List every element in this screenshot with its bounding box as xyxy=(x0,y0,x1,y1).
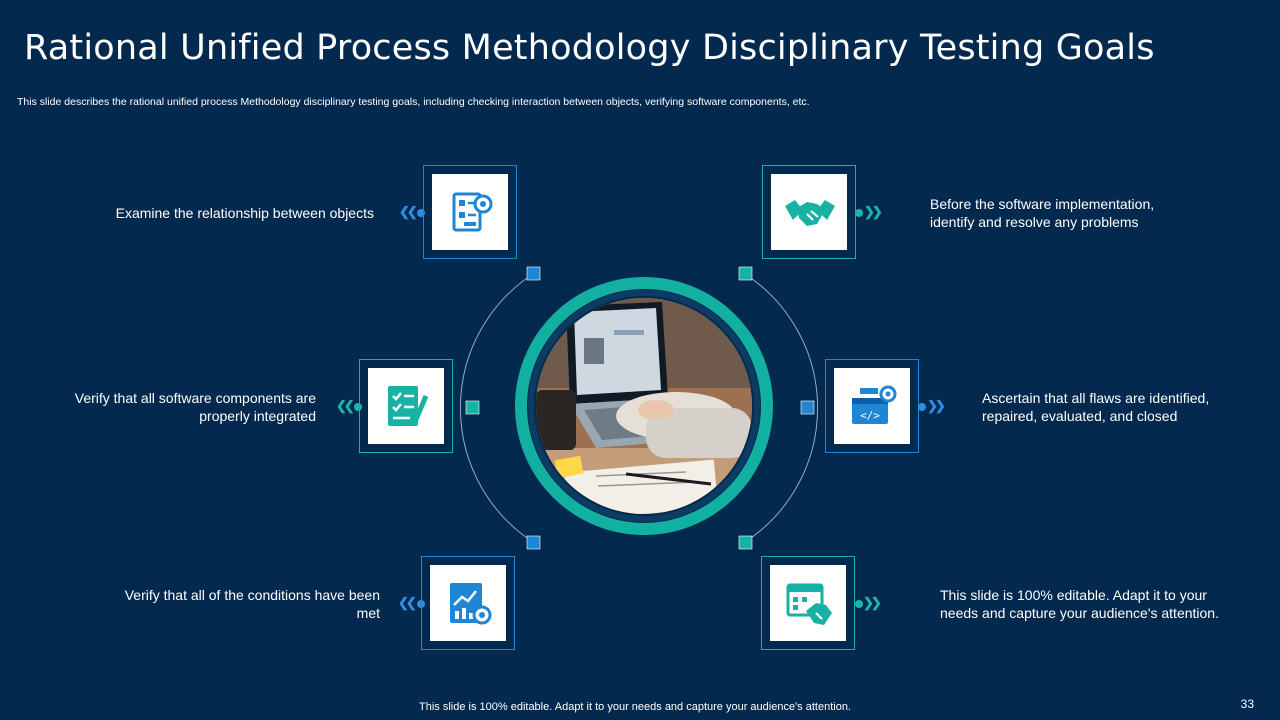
right-connector-arc xyxy=(744,273,818,543)
page-number: 33 xyxy=(1240,697,1254,711)
left-connector-arc xyxy=(460,273,534,543)
node-mid-left xyxy=(465,400,480,415)
chevron-left-icon: ❮❮ xyxy=(398,595,417,610)
node-top-right xyxy=(738,266,753,281)
icon-box-4: </> xyxy=(825,359,919,453)
node-bottom-left xyxy=(526,535,541,550)
chevron-left-icon: ❮❮ xyxy=(399,204,418,219)
goal-label-4: Ascertain that all flaws are identified,… xyxy=(982,390,1210,424)
chevron-right-icon: ❯❯ xyxy=(864,204,883,219)
center-photo xyxy=(536,298,752,514)
goal-label-3: Verify that all software components are … xyxy=(74,390,316,424)
footer-note: This slide is 100% editable. Adapt it to… xyxy=(419,701,851,713)
handshake-icon xyxy=(785,200,835,226)
laptop-desk-illustration xyxy=(536,298,752,514)
chevron-right-icon: ❯❯ xyxy=(927,398,946,413)
goal-label-2: Before the software implementation, iden… xyxy=(930,196,1155,230)
chevron-left-icon: ❮❮ xyxy=(336,398,355,413)
slide-subtitle: This slide describes the rational unifie… xyxy=(17,96,810,108)
code-window-gear-icon: </> xyxy=(852,385,897,424)
node-bottom-right xyxy=(738,535,753,550)
calendar-handshake-icon xyxy=(786,583,832,625)
goal-label-6: This slide is 100% editable. Adapt it to… xyxy=(940,587,1219,621)
report-chart-gear-icon xyxy=(450,583,492,625)
node-mid-right xyxy=(800,400,815,415)
svg-text:</>: </> xyxy=(860,409,880,422)
icon-box-5 xyxy=(421,556,515,650)
dot-2 xyxy=(855,209,863,217)
dot-4 xyxy=(918,403,926,411)
icon-box-2 xyxy=(762,165,856,259)
dot-3 xyxy=(354,403,362,411)
goal-label-5: Verify that all of the conditions have b… xyxy=(124,587,380,621)
center-ring-inner xyxy=(528,290,760,522)
icon-box-6 xyxy=(761,556,855,650)
goal-label-1: Examine the relationship between objects xyxy=(115,205,374,221)
checklist-pencil-icon xyxy=(388,386,429,426)
icon-box-1 xyxy=(423,165,517,259)
center-ring xyxy=(515,277,773,535)
chevron-right-icon: ❯❯ xyxy=(863,595,882,610)
slide-title: Rational Unified Process Methodology Dis… xyxy=(24,28,1155,68)
node-top-left xyxy=(526,266,541,281)
dot-6 xyxy=(855,600,863,608)
icon-box-3 xyxy=(359,359,453,453)
checklist-gear-icon xyxy=(452,192,493,232)
